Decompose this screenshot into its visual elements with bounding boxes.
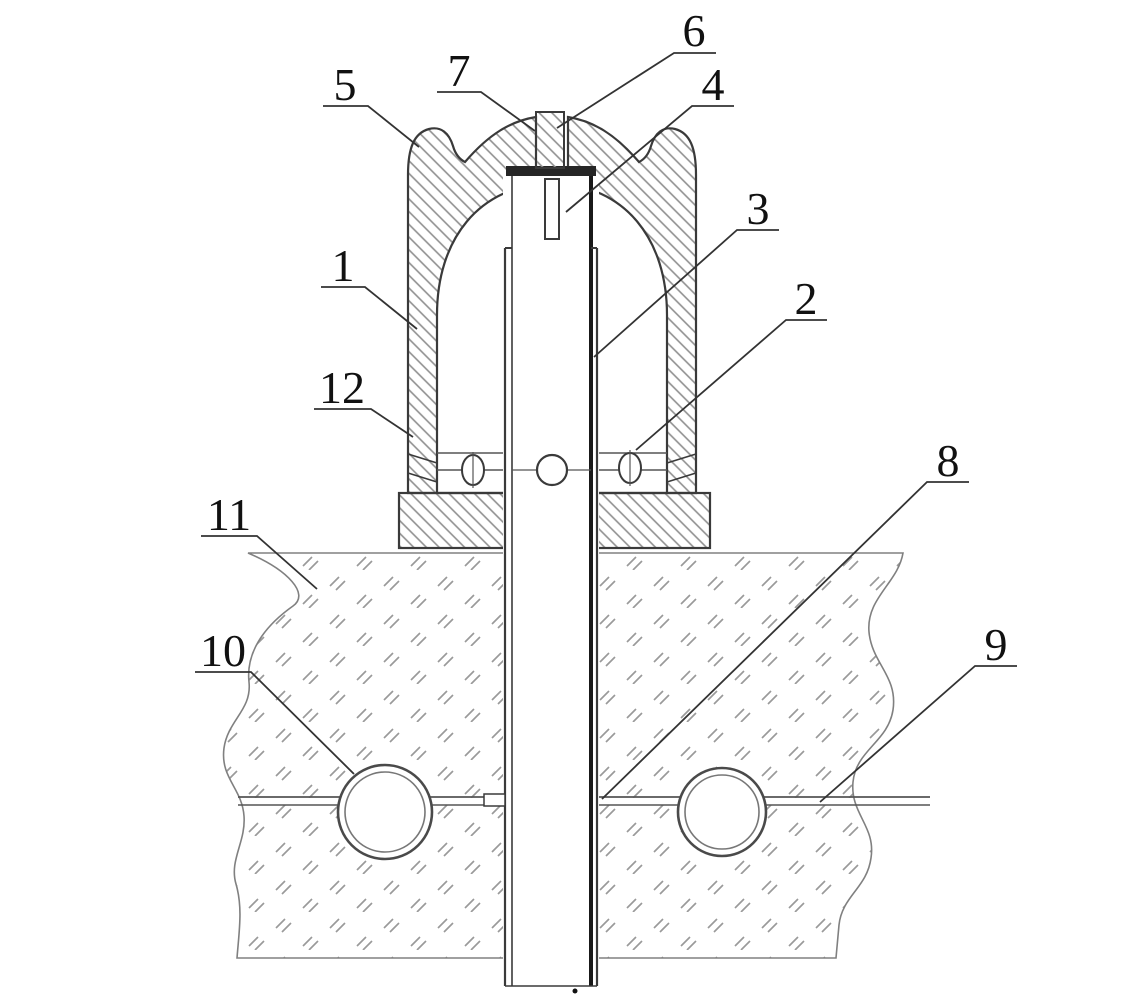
top-plug xyxy=(535,111,565,169)
ref-label-12: 12 xyxy=(319,362,365,413)
leader-line-11 xyxy=(201,535,318,590)
tube-top-cap xyxy=(506,166,596,176)
housing-groove-lines xyxy=(407,453,697,483)
ref-label-10: 10 xyxy=(200,625,246,676)
leader-line-9 xyxy=(819,665,1017,803)
ref-label-5: 5 xyxy=(334,59,357,110)
ref-label-2: 2 xyxy=(795,273,818,324)
ref-label-3: 3 xyxy=(747,183,770,234)
leader-lines xyxy=(195,52,1017,803)
leader-line-12 xyxy=(314,408,414,438)
pipe-circle-right xyxy=(676,766,768,858)
tube-interior-mask xyxy=(503,175,599,987)
leader-line-6 xyxy=(556,52,716,129)
leader-line-7 xyxy=(437,91,536,132)
port-left xyxy=(461,452,485,488)
reference-labels: 1 2 3 4 5 6 7 8 9 10 11 12 xyxy=(200,5,1008,676)
ref-label-8: 8 xyxy=(937,435,960,486)
ref-label-1: 1 xyxy=(332,240,355,291)
flange-right-block xyxy=(595,491,712,550)
leader-line-2 xyxy=(635,319,827,451)
base-flange xyxy=(397,491,712,550)
port-right xyxy=(618,450,642,486)
inner-stem xyxy=(544,178,560,240)
leader-line-10 xyxy=(195,671,355,775)
flange-left-block xyxy=(397,491,507,550)
ref-label-11: 11 xyxy=(207,489,251,540)
leader-line-4 xyxy=(565,105,734,213)
center-tube xyxy=(483,111,599,987)
bottom-center-mark xyxy=(572,988,578,994)
leader-line-8 xyxy=(601,481,969,800)
ref-label-4: 4 xyxy=(702,59,725,110)
axis-ball xyxy=(535,453,569,487)
ref-label-9: 9 xyxy=(985,619,1008,670)
leader-line-5 xyxy=(323,105,420,148)
pipe-circle-left xyxy=(336,763,434,861)
seam-tab xyxy=(483,793,506,807)
leader-line-3 xyxy=(593,229,779,358)
ref-label-7: 7 xyxy=(448,45,471,96)
ref-label-6: 6 xyxy=(683,5,706,56)
leader-line-1 xyxy=(321,286,418,330)
